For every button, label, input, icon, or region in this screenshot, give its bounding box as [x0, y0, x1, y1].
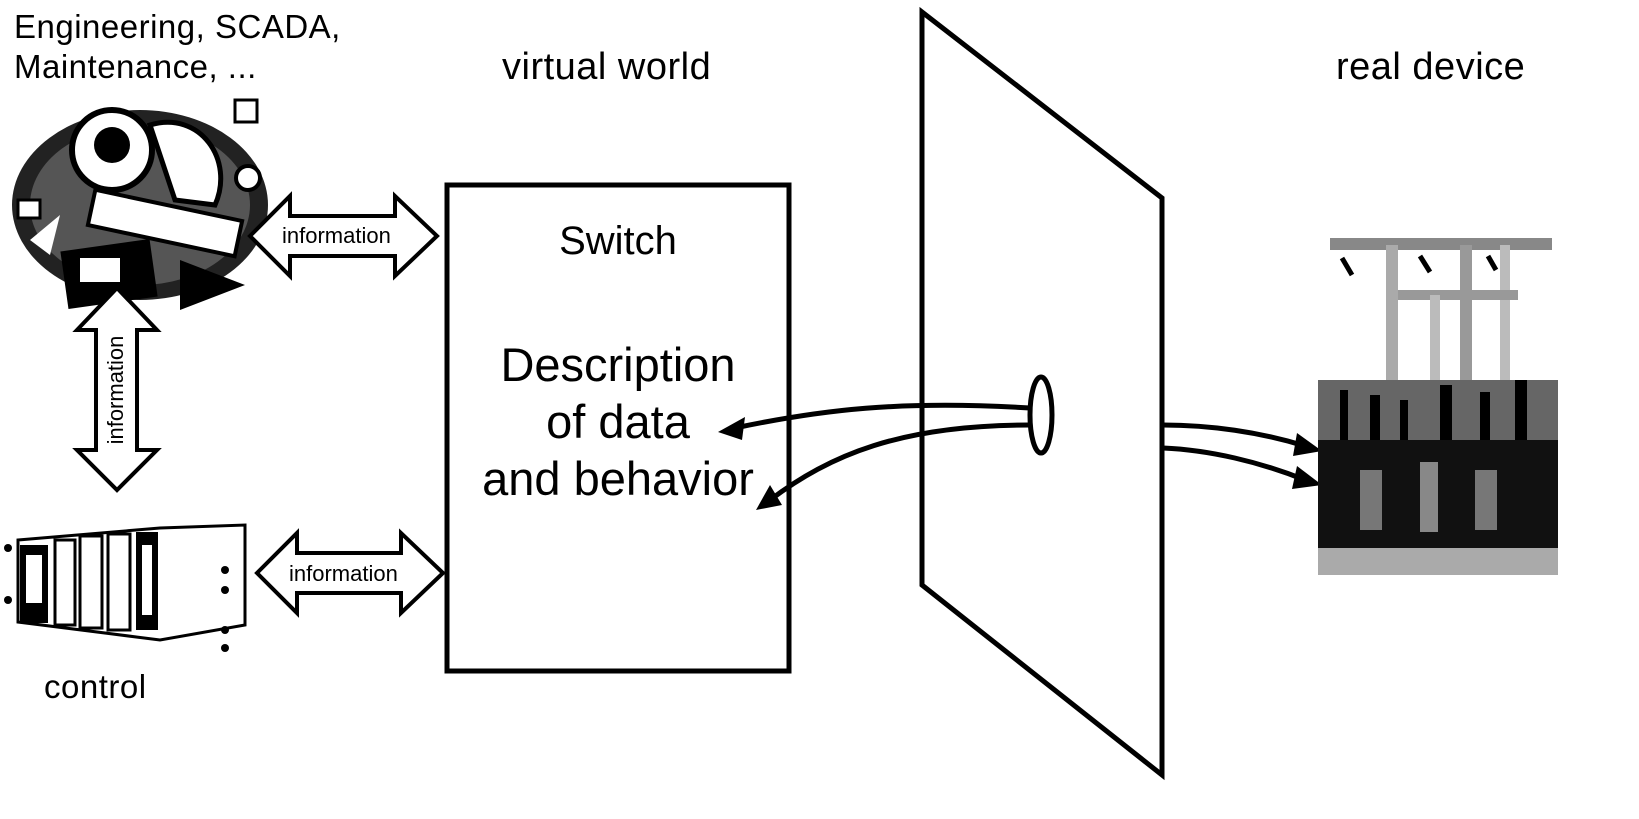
- people-cluster-icon: [12, 98, 268, 310]
- bottom-information-label: information: [289, 561, 398, 586]
- virtual-world-label: virtual world: [502, 46, 712, 88]
- plane-opening: [1027, 374, 1055, 456]
- top-information-label: information: [282, 223, 391, 248]
- data-link-arrow-upper: [718, 402, 1031, 440]
- engineering-label-line1: Engineering, SCADA,: [14, 8, 341, 45]
- switch-title: Switch: [559, 219, 677, 263]
- device-link-arrow-upper: [1162, 422, 1322, 456]
- device-link-arrow-lower: [1162, 445, 1322, 489]
- switch-description-line3: and behavior: [482, 452, 754, 505]
- vertical-information-label: information: [103, 335, 128, 445]
- engineering-label-line2: Maintenance, ...: [14, 48, 257, 85]
- controller-rack-icon: [4, 523, 247, 652]
- switch-description-line1: Description: [500, 338, 736, 391]
- control-label: control: [44, 668, 147, 705]
- switch-description-line2: of data: [546, 395, 690, 448]
- bottom-information-arrow: [254, 528, 446, 618]
- vertical-information-arrow: [72, 285, 162, 493]
- data-link-arrow-lower: [756, 422, 1031, 510]
- substation-icon: [1318, 238, 1558, 575]
- real-device-label: real device: [1336, 46, 1526, 88]
- top-information-arrow: [247, 191, 440, 281]
